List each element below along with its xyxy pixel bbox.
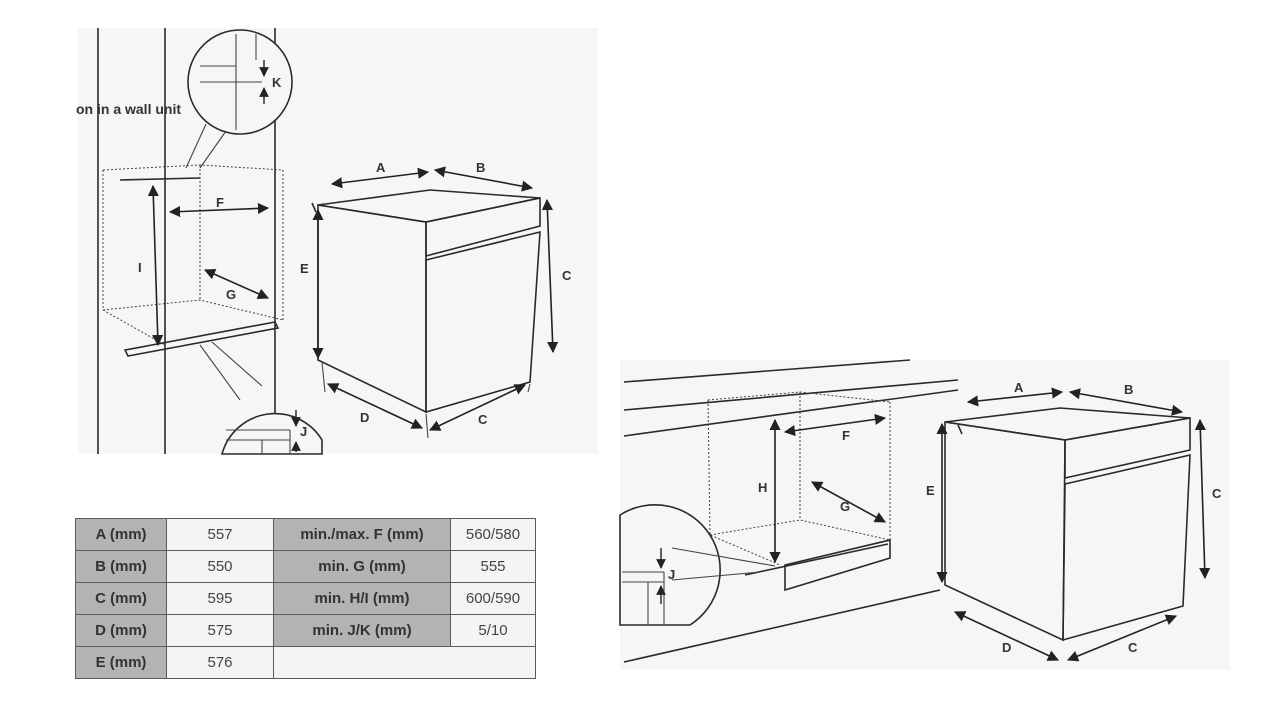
table-value-cell: 600/590 xyxy=(450,582,536,615)
table-empty-cell xyxy=(273,646,536,679)
table-key-cell: min./max. F (mm) xyxy=(273,518,451,551)
label-b: B xyxy=(476,160,485,175)
table-key-cell: min. G (mm) xyxy=(273,550,451,583)
label-e-right: E xyxy=(926,483,935,498)
wall-unit-caption: on in a wall unit xyxy=(76,101,181,117)
table-key-cell: B (mm) xyxy=(75,550,167,583)
table-value-cell: 575 xyxy=(166,614,274,647)
table-value-cell: 550 xyxy=(166,550,274,583)
oven-door xyxy=(425,230,541,414)
table-key-cell: min. J/K (mm) xyxy=(273,614,451,647)
table-row: C (mm) 595 min. H/I (mm) 600/590 xyxy=(75,582,536,615)
label-g: G xyxy=(226,287,236,302)
table-row: A (mm) 557 min./max. F (mm) 560/580 xyxy=(75,518,536,551)
table-row: B (mm) 550 min. G (mm) 555 xyxy=(75,550,536,583)
label-b-right: B xyxy=(1124,382,1133,397)
table-key-cell: min. H/I (mm) xyxy=(273,582,451,615)
table-key-cell: A (mm) xyxy=(75,518,167,551)
label-c-right-side: C xyxy=(1212,486,1222,501)
under-counter-diagram: A B E C D C F G H J xyxy=(619,359,1230,670)
table-key-cell: D (mm) xyxy=(75,614,167,647)
label-j: J xyxy=(300,424,307,439)
table-value-cell: 560/580 xyxy=(450,518,536,551)
oven-door-right xyxy=(1062,453,1191,642)
label-a: A xyxy=(376,160,386,175)
wall-unit-diagram: on in a wall unit A B E C D C F G I K J xyxy=(76,28,598,455)
label-g-right: G xyxy=(840,499,850,514)
label-j-right: J xyxy=(668,567,675,582)
table-key-cell: C (mm) xyxy=(75,582,167,615)
table-value-cell: 555 xyxy=(450,550,536,583)
table-value-cell: 595 xyxy=(166,582,274,615)
table-value-cell: 557 xyxy=(166,518,274,551)
oven-control-panel xyxy=(425,197,541,258)
table-key-cell: E (mm) xyxy=(75,646,167,679)
label-c-bottom: C xyxy=(478,412,488,427)
table-row: E (mm) 576 xyxy=(75,646,536,679)
label-a-right: A xyxy=(1014,380,1024,395)
label-c-right: C xyxy=(562,268,572,283)
label-d-right: D xyxy=(1002,640,1011,655)
dimension-table: A (mm) 557 min./max. F (mm) 560/580 B (m… xyxy=(75,518,536,679)
label-f-right: F xyxy=(842,428,850,443)
diagram-background xyxy=(78,28,598,454)
label-c-bottom-right: C xyxy=(1128,640,1138,655)
table-value-cell: 576 xyxy=(166,646,274,679)
diagram-background-right xyxy=(620,360,1230,670)
label-e: E xyxy=(300,261,309,276)
label-k: K xyxy=(272,75,282,90)
label-f: F xyxy=(216,195,224,210)
oven-control-panel-right xyxy=(1064,417,1191,479)
label-h-right: H xyxy=(758,480,767,495)
label-d: D xyxy=(360,410,369,425)
detail-circle-j-right xyxy=(619,504,721,626)
label-i: I xyxy=(138,260,142,275)
table-row: D (mm) 575 min. J/K (mm) 5/10 xyxy=(75,614,536,647)
table-value-cell: 5/10 xyxy=(450,614,536,647)
